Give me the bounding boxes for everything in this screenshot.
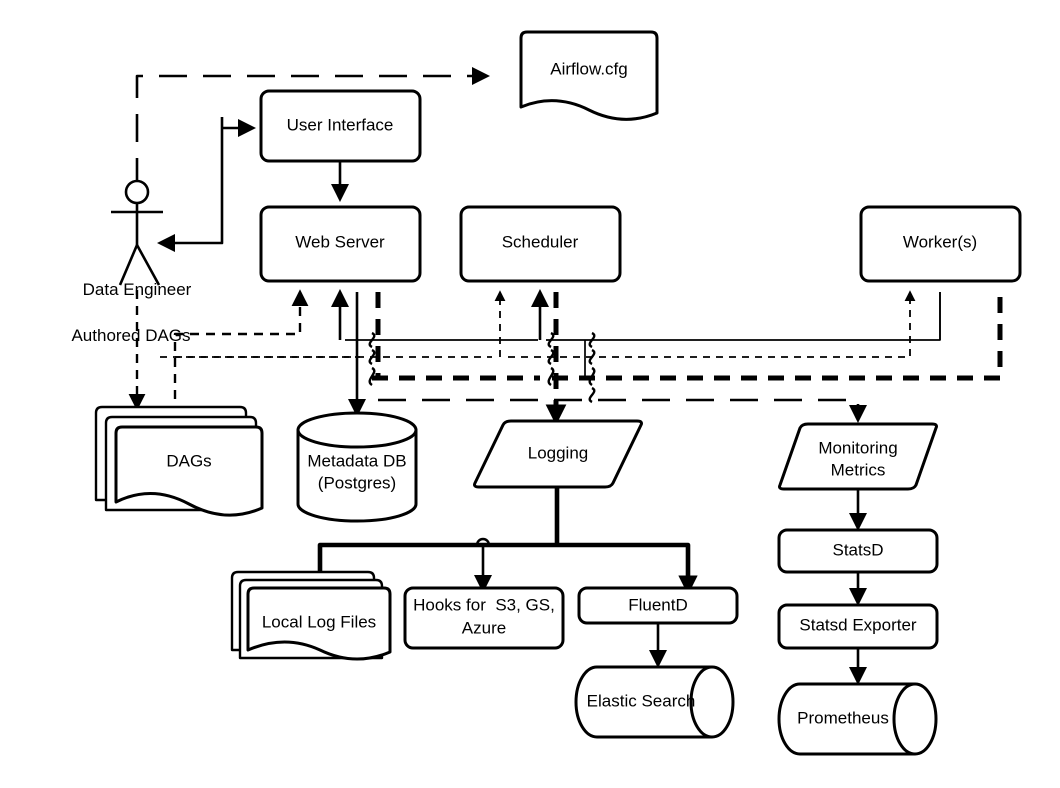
node-label-metadata-db-line1: Metadata DB <box>307 451 406 470</box>
node-local-log-files[interactable]: Local Log Files <box>230 570 392 661</box>
parallelogram-shape <box>473 419 643 489</box>
actor-head <box>124 179 150 205</box>
document-shape <box>519 30 659 121</box>
cylinder-cap <box>892 682 916 756</box>
line-jump-b3 <box>547 366 555 387</box>
rect-shape <box>859 205 1022 283</box>
node-monitoring-metrics[interactable]: Monitoring Metrics <box>778 422 938 491</box>
node-metadata-db[interactable]: Metadata DB (Postgres) <box>296 411 418 523</box>
node-label-web-server: Web Server <box>295 232 385 251</box>
node-label-dags: DAGs <box>166 451 211 470</box>
node-dags[interactable]: DAGs <box>94 405 264 517</box>
edge-logging-bus-horizontal-2 <box>552 292 1003 381</box>
node-fluentd[interactable]: FluentD <box>577 586 739 625</box>
node-label-metadata-db-line2: (Postgres) <box>318 473 396 492</box>
node-label-user-interface: User Interface <box>287 115 394 134</box>
node-label-elastic-search: Elastic Search <box>587 691 696 710</box>
rect-shape <box>259 205 422 283</box>
node-label-monitoring-line1: Monitoring <box>818 438 897 457</box>
node-hooks[interactable]: Hooks for S3, GS, Azure <box>403 586 565 650</box>
parallelogram-shape <box>778 422 938 491</box>
node-web-server[interactable]: Web Server <box>259 205 422 283</box>
node-airflow-cfg[interactable]: Airflow.cfg <box>519 30 659 121</box>
node-prometheus[interactable]: Prometheus <box>777 682 938 756</box>
node-label-local-log-files: Local Log Files <box>262 612 376 631</box>
edge-engineer-to-airflow-cfg <box>135 66 491 186</box>
line-jump-a2 <box>368 348 376 366</box>
node-elastic-search[interactable]: Elastic Search <box>574 665 735 739</box>
line-jump-hooks <box>475 537 491 546</box>
actor-data-engineer[interactable]: Data Engineer <box>83 179 192 299</box>
rect-shape <box>403 586 565 650</box>
document-shape-front <box>114 425 264 517</box>
node-scheduler[interactable]: Scheduler <box>459 205 622 283</box>
line-jump-c2 <box>588 348 596 366</box>
document-shape-front <box>246 586 392 661</box>
line-jump-a1 <box>368 331 376 349</box>
actor-label-data-engineer: Data Engineer <box>83 280 192 299</box>
rect-shape <box>577 586 739 625</box>
node-label-logging: Logging <box>528 443 589 462</box>
edge-metrics-bus <box>378 398 868 424</box>
line-jump-b2 <box>547 348 555 366</box>
cylinder-cap <box>689 665 713 739</box>
cylinder-top <box>296 411 418 449</box>
node-logging[interactable]: Logging <box>473 419 643 489</box>
line-jump-a3 <box>368 366 376 387</box>
line-jump-c3 <box>588 366 596 387</box>
node-label-statsd-exporter: Statsd Exporter <box>799 615 917 634</box>
line-jump-c4 <box>588 386 596 404</box>
node-workers[interactable]: Worker(s) <box>859 205 1022 283</box>
node-statsd-exporter[interactable]: Statsd Exporter <box>777 603 939 650</box>
cylinder-body <box>296 428 418 523</box>
edge-solid-bus-seg2 <box>546 292 941 341</box>
line-jump-c1 <box>588 331 596 349</box>
edge-logging-split-right <box>557 542 698 595</box>
actor-legs <box>118 244 161 286</box>
node-label-hooks-line2: Azure <box>462 618 506 637</box>
node-label-fluentd: FluentD <box>628 595 688 614</box>
edge-webserver-to-engineer <box>156 117 224 253</box>
node-label-monitoring-line2: Metrics <box>831 460 886 479</box>
node-label-workers: Worker(s) <box>903 232 977 251</box>
node-label-airflow-cfg: Airflow.cfg <box>550 59 627 78</box>
node-statsd[interactable]: StatsD <box>777 528 939 574</box>
node-label-prometheus: Prometheus <box>797 708 889 727</box>
node-label-statsd: StatsD <box>832 540 883 559</box>
rect-shape <box>459 205 622 283</box>
node-user-interface[interactable]: User Interface <box>259 89 422 163</box>
node-label-hooks-line1: Hooks for S3, GS, <box>413 595 555 614</box>
edge-authored-dags-to-webserver <box>173 289 309 415</box>
edge-dags-bus-to-worker-h <box>508 290 916 358</box>
edge-label-authored-dags: Authored DAGs <box>71 326 190 345</box>
node-label-scheduler: Scheduler <box>502 232 579 251</box>
rect-shape <box>259 89 422 163</box>
rect-shape <box>777 603 939 650</box>
rect-shape <box>777 528 939 574</box>
line-jump-b1 <box>547 331 555 349</box>
